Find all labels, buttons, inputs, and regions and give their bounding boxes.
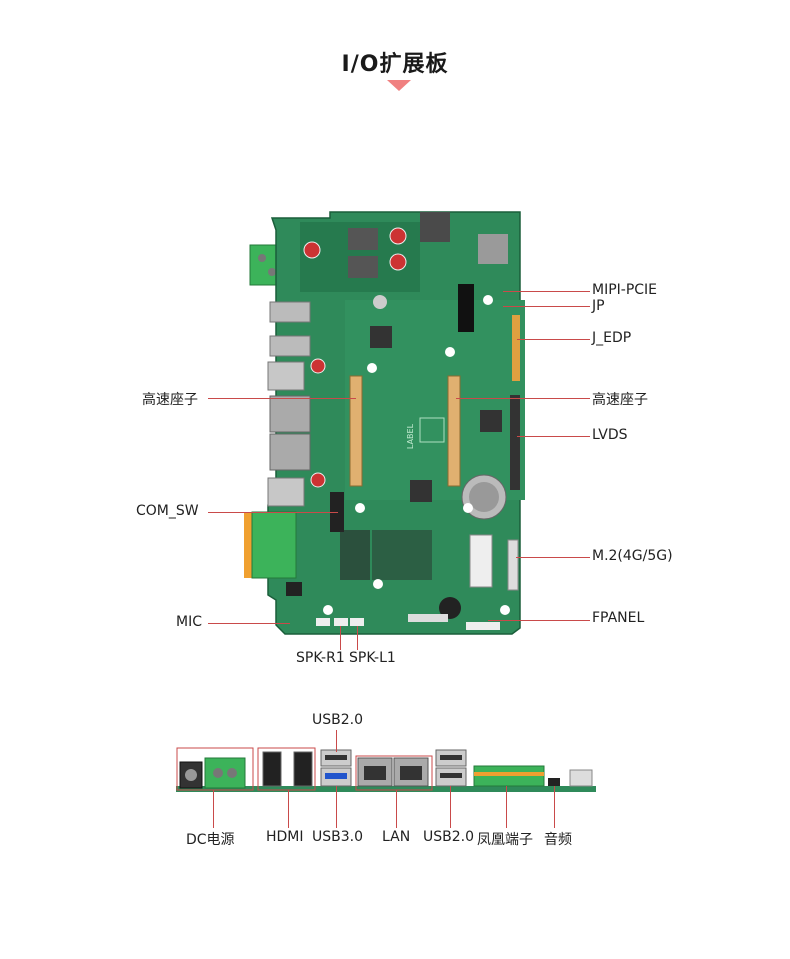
callout-line-spkl1 bbox=[357, 626, 358, 650]
callout-line-mic bbox=[208, 623, 290, 624]
callout-line-hs-right bbox=[456, 398, 590, 399]
label-hs-conn-left: 高速座子 bbox=[142, 392, 198, 408]
label-m2: M.2(4G/5G) bbox=[592, 548, 673, 564]
callout-line-m2 bbox=[516, 557, 590, 558]
label-spk-r1: SPK-R1 bbox=[296, 650, 345, 666]
label-io-lan: LAN bbox=[382, 829, 411, 845]
callout-line-jedp bbox=[517, 339, 590, 340]
label-io-dc-power: DC电源 bbox=[186, 832, 235, 848]
label-lvds: LVDS bbox=[592, 427, 628, 443]
callout-line-spkr1 bbox=[340, 626, 341, 650]
label-io-audio: 音频 bbox=[544, 832, 572, 848]
label-spk-l1: SPK-L1 bbox=[349, 650, 396, 666]
callout-line-mipi bbox=[503, 291, 590, 292]
label-io-usb30: USB3.0 bbox=[312, 829, 364, 845]
label-mic: MIC bbox=[176, 614, 202, 630]
label-mipi-pcie: MIPI-PCIE bbox=[592, 282, 658, 298]
title-triangle-icon bbox=[387, 80, 411, 91]
callout-io-hdmi bbox=[288, 790, 289, 828]
callout-line-hs-left bbox=[208, 398, 356, 399]
callout-io-dc bbox=[213, 790, 214, 828]
callout-line-comsw bbox=[208, 512, 338, 513]
callout-line-fpanel bbox=[488, 620, 590, 621]
callout-io-usb20-top bbox=[336, 730, 337, 752]
label-io-phoenix: 凤凰端子 bbox=[477, 832, 533, 848]
callout-io-lan bbox=[396, 790, 397, 828]
label-com-sw: COM_SW bbox=[136, 503, 199, 519]
page-title: I/O扩展板 bbox=[341, 52, 449, 77]
callout-io-audio bbox=[554, 786, 555, 828]
callout-io-usb30 bbox=[336, 786, 337, 828]
label-io-hdmi: HDMI bbox=[266, 829, 304, 845]
label-jp: JP bbox=[592, 298, 605, 314]
callout-io-phoenix bbox=[506, 786, 507, 828]
callout-line-lvds bbox=[517, 436, 590, 437]
label-j-edp: J_EDP bbox=[592, 330, 632, 346]
callout-line-jp bbox=[503, 306, 590, 307]
label-io-usb20-top: USB2.0 bbox=[312, 712, 364, 728]
callout-io-usb20-bottom bbox=[450, 786, 451, 828]
label-fpanel: FPANEL bbox=[592, 610, 645, 626]
label-hs-conn-right: 高速座子 bbox=[592, 392, 648, 408]
label-io-usb20-bottom: USB2.0 bbox=[423, 829, 475, 845]
